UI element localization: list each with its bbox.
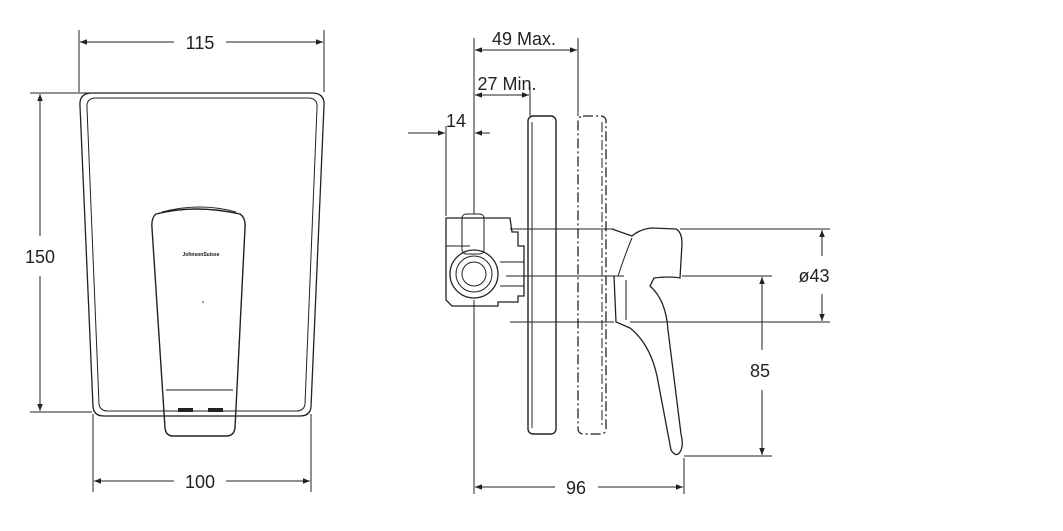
brand-mark: JohnsonSuisse	[183, 252, 220, 258]
dim-label-49-max: 49 Max.	[492, 29, 556, 49]
front-dimensions	[30, 30, 325, 492]
lever-handle	[151, 208, 246, 437]
lever-handle-top	[161, 206, 237, 213]
valve-port-mid	[455, 255, 493, 293]
valve-stem	[461, 213, 485, 255]
dim-label-14: 14	[446, 111, 466, 131]
valve-body	[445, 217, 525, 307]
dim-label-96: 96	[566, 478, 586, 498]
plate-max-position	[577, 115, 607, 435]
cover-plate-inner	[86, 97, 318, 412]
lever-side-profile	[611, 227, 683, 456]
plate-min-position	[527, 115, 557, 435]
valve-port-outer	[449, 249, 499, 299]
side-dimensions	[408, 38, 830, 494]
valve-port-inner	[461, 261, 487, 287]
dim-label-85: 85	[750, 361, 770, 381]
lever-indicator-left	[178, 408, 193, 412]
side-view	[445, 115, 683, 456]
dim-label-150: 150	[25, 247, 55, 267]
front-view	[79, 92, 325, 437]
lever-side-inner	[617, 237, 633, 277]
lever-center-dot	[202, 301, 204, 303]
dim-label-100: 100	[185, 472, 215, 492]
dim-label-diameter-43: ø43	[798, 266, 829, 286]
lever-indicator-right	[208, 408, 223, 412]
cover-plate-outer	[79, 92, 325, 417]
dim-label-115: 115	[186, 33, 215, 53]
dim-label-27-min: 27 Min.	[477, 74, 536, 94]
